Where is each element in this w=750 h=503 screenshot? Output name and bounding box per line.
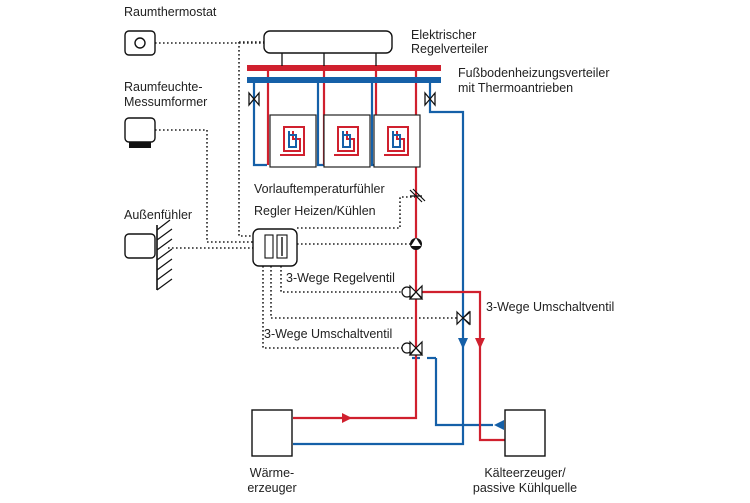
mixing-valve-icon [401, 284, 424, 300]
label-distributor-line2: Regelverteiler [411, 42, 488, 56]
electric-control-distributor [263, 30, 393, 66]
label-diverter-valve-left: 3-Wege Umschaltventil [264, 327, 392, 341]
label-controller: Regler Heizen/Kühlen [254, 204, 376, 218]
label-humidity-line1: Raumfeuchte- [124, 80, 203, 94]
label-distributor-line1: Elektrischer [411, 28, 476, 42]
flow-arrow-return-left [494, 420, 504, 430]
floor-loop-1 [269, 114, 317, 168]
label-outdoor-sensor: Außenfühler [124, 208, 192, 222]
label-heat-generator-line1: Wärme- [250, 466, 294, 480]
diverter-valve-right-icon [456, 310, 471, 326]
circulation-pump-icon [410, 238, 422, 250]
label-heat-generator-line2: erzeuger [247, 481, 296, 495]
heating-cooling-controller [252, 228, 298, 267]
flow-arrow-return-down [458, 338, 468, 349]
label-cold-generator-line2: passive Kühlquelle [473, 481, 577, 495]
label-room-thermostat: Raumthermostat [124, 5, 217, 19]
label-mixing-valve: 3-Wege Regelventil [286, 271, 395, 285]
floor-loop-3 [373, 114, 421, 168]
heat-generator-box [251, 409, 293, 457]
label-flow-sensor: Vorlauftemperaturfühler [254, 182, 385, 196]
label-humidity-line2: Messumformer [124, 95, 207, 109]
label-manifold-line1: Fußbodenheizungsverteiler [458, 66, 609, 80]
diverter-valve-left-icon [401, 340, 424, 356]
flow-arrow-supply-right [342, 413, 352, 423]
flow-temperature-sensor-icon [409, 188, 426, 203]
flow-arrow-supply-down [475, 338, 485, 349]
signal-lines [155, 41, 462, 349]
label-diverter-valve-right: 3-Wege Umschaltventil [486, 300, 614, 314]
manifold-valve-left [248, 91, 260, 107]
humidity-transmitter-icon [124, 117, 156, 148]
manifold-valve-right [424, 91, 436, 107]
label-manifold-line2: mit Thermoantrieben [458, 81, 573, 95]
supply-manifold [247, 65, 441, 71]
label-cold-generator-line1: Kälteerzeuger/ [484, 466, 566, 480]
return-manifold [247, 77, 441, 83]
room-thermostat-icon [124, 30, 156, 56]
outdoor-sensor-icon [124, 219, 173, 291]
floor-loop-2 [323, 114, 371, 168]
labels: Raumthermostat Raumfeuchte- Messumformer… [124, 5, 614, 495]
cold-generator-box [504, 409, 546, 457]
